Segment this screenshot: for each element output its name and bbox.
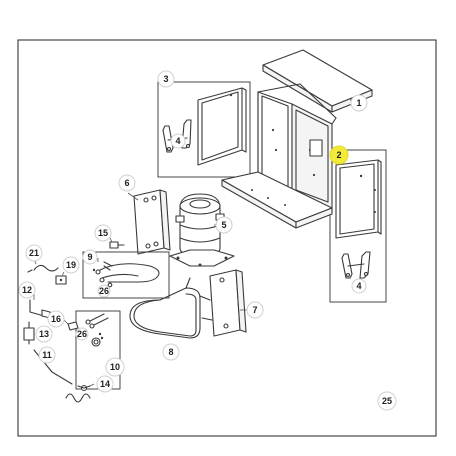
svg-text:9: 9 [87,252,92,262]
part-front-panel [197,87,247,166]
svg-text:2: 2 [336,150,341,160]
svg-text:7: 7 [252,305,257,315]
callout-11[interactable]: 11 [38,346,56,364]
callout-5[interactable]: 5 [215,216,233,234]
svg-text:21: 21 [29,248,39,258]
svg-text:25: 25 [382,396,392,406]
callout-19[interactable]: 19 [62,256,80,274]
callout-12[interactable]: 12 [18,281,36,299]
svg-text:16: 16 [51,314,61,324]
part-valve-kit [85,313,109,347]
svg-text:4: 4 [356,281,361,291]
callout-13[interactable]: 13 [35,325,53,343]
callout-7[interactable]: 7 [246,301,264,319]
part-19-sensor [55,275,67,285]
part-21-clip [27,264,59,273]
part-coil-pipe [129,277,201,339]
svg-text:19: 19 [66,260,76,270]
callout-10[interactable]: 10 [105,357,125,377]
svg-text:13: 13 [39,329,49,339]
box-pipe-kit [82,251,170,299]
svg-text:4: 4 [175,136,180,146]
svg-text:6: 6 [124,178,129,188]
callout-26-lower[interactable]: 26 [75,327,89,341]
part-13-valve [23,321,35,345]
svg-text:26: 26 [99,286,109,296]
box-valve-kit [75,310,121,390]
svg-text:11: 11 [42,350,52,360]
part-pipe-kit [92,261,160,288]
svg-text:5: 5 [221,220,226,230]
box-front-panel [157,81,251,178]
svg-text:14: 14 [100,379,110,389]
callout-4-left[interactable]: 4 [170,133,186,149]
callout-8[interactable]: 8 [162,343,180,361]
svg-text:3: 3 [163,74,168,84]
callout-25[interactable]: 25 [377,391,397,411]
part-15-fitting [109,241,125,249]
callout-6[interactable]: 6 [118,174,136,192]
part-latch-handles-right [341,251,371,279]
svg-text:1: 1 [356,98,361,108]
box-side-panel [329,149,387,303]
callout-21[interactable]: 21 [25,244,43,262]
part-cabinet-frame [221,83,337,229]
callouts: 1 2 3 4 4 5 6 7 [18,70,397,411]
callout-15[interactable]: 15 [94,224,112,242]
part-heat-exchanger-top [133,189,171,255]
callout-26-upper[interactable]: 26 [97,284,111,298]
part-14-cable [65,384,91,403]
callout-9[interactable]: 9 [82,249,98,265]
svg-text:15: 15 [98,228,108,238]
callout-16[interactable]: 16 [47,310,65,328]
callout-14[interactable]: 14 [96,375,114,393]
callout-3[interactable]: 3 [157,70,175,88]
part-heat-exchanger-bottom [199,269,247,337]
callout-2[interactable]: 2 [329,145,349,165]
svg-text:12: 12 [22,285,32,295]
part-side-panel [335,159,382,239]
diagram-frame [17,39,437,437]
callout-4-right[interactable]: 4 [351,278,367,294]
svg-text:26: 26 [77,329,87,339]
svg-text:8: 8 [168,347,173,357]
svg-text:10: 10 [110,362,120,372]
callout-1[interactable]: 1 [350,94,368,112]
part-16-connector [67,321,79,331]
part-12-bracket [29,299,51,319]
